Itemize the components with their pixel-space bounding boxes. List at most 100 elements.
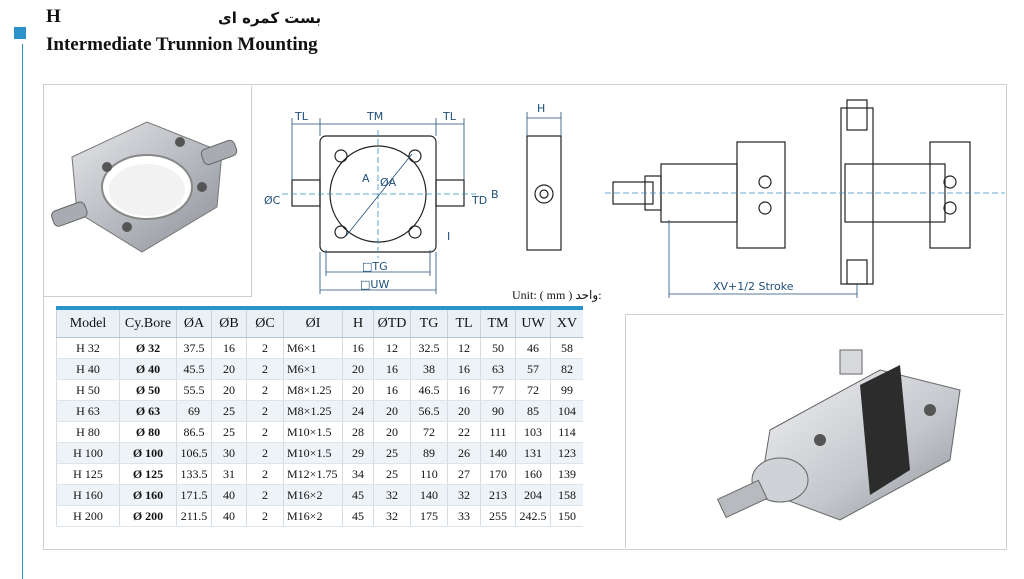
table-cell: 2 (246, 379, 284, 401)
col-header: ØA (176, 306, 212, 338)
table-cell: 133.5 (176, 463, 212, 485)
table-cell: 89 (410, 442, 448, 464)
dim-tm: TM (366, 110, 383, 123)
table-cell: Ø 40 (119, 358, 177, 380)
table-cell: 16 (373, 379, 411, 401)
table-cell: 175 (410, 505, 448, 527)
table-cell: 32.5 (410, 337, 448, 359)
table-cell: 50 (480, 337, 516, 359)
table-cell: Ø 80 (119, 421, 177, 443)
table-cell: 2 (246, 358, 284, 380)
table-cell: 140 (410, 484, 448, 506)
table-cell: 25 (373, 463, 411, 485)
table-cell: 22 (447, 421, 481, 443)
dim-b: B (491, 188, 499, 201)
table-cell: 58 (550, 337, 583, 359)
table-cell: 29 (342, 442, 374, 464)
table-cell: 2 (246, 337, 284, 359)
table-cell: 255 (480, 505, 516, 527)
dimensions-table: Model Cy.Bore ØA ØB ØC ØI H ØTD TG TL TM… (56, 306, 583, 527)
col-header: ØB (211, 306, 247, 338)
dim-tl-left: TL (294, 110, 309, 123)
table-cell: H 50 (56, 379, 120, 401)
table-cell: 86.5 (176, 421, 212, 443)
table-cell: 2 (246, 484, 284, 506)
table-cell: 33 (447, 505, 481, 527)
table-cell: H 100 (56, 442, 120, 464)
col-header: Model (56, 306, 120, 338)
table-cell: 106.5 (176, 442, 212, 464)
table-cell: 213 (480, 484, 516, 506)
table-cell: 12 (373, 337, 411, 359)
table-cell: 16 (447, 379, 481, 401)
table-cell: 85 (515, 400, 551, 422)
table-cell: 28 (342, 421, 374, 443)
col-header: TG (410, 306, 448, 338)
table-cell: H 160 (56, 484, 120, 506)
dim-td: TD (471, 194, 487, 207)
col-header: TM (480, 306, 516, 338)
col-header: H (342, 306, 374, 338)
table-cell: 171.5 (176, 484, 212, 506)
table-cell: 111 (480, 421, 516, 443)
table-cell: 158 (550, 484, 583, 506)
table-cell: 46 (515, 337, 551, 359)
table-cell: H 63 (56, 400, 120, 422)
table-cell: 72 (410, 421, 448, 443)
divider (625, 314, 626, 548)
table-cell: 45 (342, 505, 374, 527)
table-cell: 25 (211, 421, 247, 443)
table-cell: 16 (447, 358, 481, 380)
table-cell: 82 (550, 358, 583, 380)
table-cell: 2 (246, 421, 284, 443)
table-cell: 90 (480, 400, 516, 422)
table-cell: 2 (246, 505, 284, 527)
col-header: ØI (283, 306, 343, 338)
table-cell: 77 (480, 379, 516, 401)
table-cell: 38 (410, 358, 448, 380)
table-cell: M16×2 (283, 505, 343, 527)
col-header: Cy.Bore (119, 306, 177, 338)
table-cell: 99 (550, 379, 583, 401)
table-cell: 34 (342, 463, 374, 485)
col-header: TL (447, 306, 481, 338)
table-cell: 204 (515, 484, 551, 506)
table-cell: 242.5 (515, 505, 551, 527)
table-cell: M6×1 (283, 337, 343, 359)
divider (626, 314, 1004, 315)
table-cell: Ø 32 (119, 337, 177, 359)
dim-oc: ØC (264, 194, 281, 207)
table-cell: 139 (550, 463, 583, 485)
table-cell: 20 (373, 421, 411, 443)
table-cell: 16 (373, 358, 411, 380)
table-cell: M10×1.5 (283, 442, 343, 464)
table-cell: 25 (211, 400, 247, 422)
table-cell: 104 (550, 400, 583, 422)
title-english: Intermediate Trunnion Mounting (46, 34, 318, 55)
table-cell: H 32 (56, 337, 120, 359)
table-cell: 30 (211, 442, 247, 464)
cylinder-drawing: XV+1/2 Stroke (605, 99, 1005, 298)
col-header: XV (550, 306, 583, 338)
table-cell: M8×1.25 (283, 379, 343, 401)
table-cell: Ø 200 (119, 505, 177, 527)
section-rule (22, 44, 23, 579)
table-cell: Ø 125 (119, 463, 177, 485)
table-cell: 131 (515, 442, 551, 464)
table-cell: 57 (515, 358, 551, 380)
dim-tl-right: TL (442, 110, 457, 123)
divider (251, 86, 252, 296)
table-cell: 16 (211, 337, 247, 359)
table-cell: 45.5 (176, 358, 212, 380)
table-cell: 37.5 (176, 337, 212, 359)
table-cell: 20 (342, 358, 374, 380)
dim-xv-stroke: XV+1/2 Stroke (713, 280, 794, 293)
table-cell: 55.5 (176, 379, 212, 401)
